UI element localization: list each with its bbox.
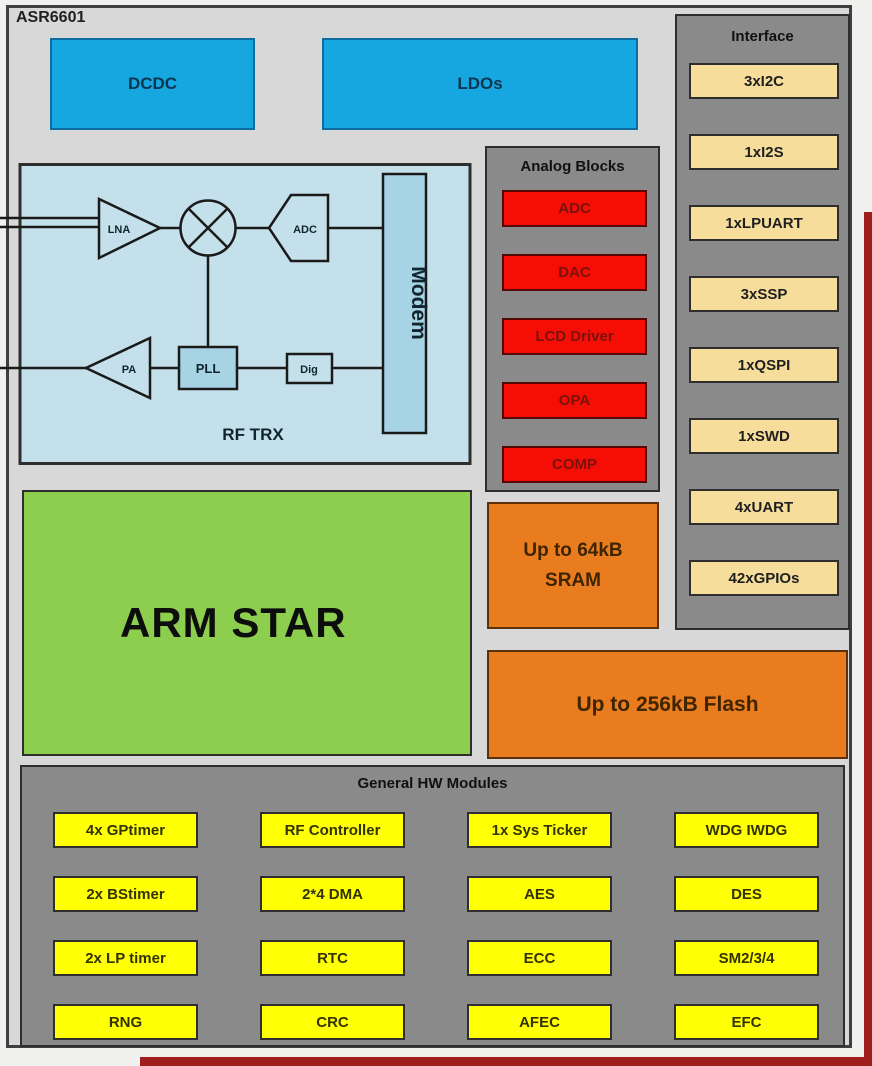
- hw-module-label: 2x BStimer: [86, 885, 165, 903]
- sram-label: Up to 64kB SRAM: [523, 536, 622, 596]
- block-ldos: LDOs: [322, 38, 638, 130]
- hw-module-des: DES: [674, 876, 819, 912]
- analog-item-adc: ADC: [502, 190, 647, 227]
- hw-module-lp-timer: 2x LP timer: [53, 940, 198, 976]
- analog-item-label: DAC: [558, 264, 591, 281]
- interface-item-label: 42xGPIOs: [728, 569, 800, 587]
- hw-modules-panel: General HW Modules 4x GPtimer RF Control…: [20, 765, 845, 1047]
- interface-item-label: 1xSWD: [738, 427, 790, 445]
- modem-label: Modem: [407, 266, 430, 340]
- interface-item-label: 4xUART: [734, 498, 794, 516]
- hw-modules-grid: 4x GPtimer RF Controller 1x Sys Ticker W…: [53, 812, 819, 1040]
- hw-module-label: RF Controller: [284, 821, 381, 839]
- hw-module-label: CRC: [316, 1013, 349, 1031]
- hw-module-crc: CRC: [260, 1004, 405, 1040]
- hw-module-label: DES: [731, 885, 762, 903]
- hw-module-label: SM2/3/4: [718, 949, 775, 967]
- hw-module-dma: 2*4 DMA: [260, 876, 405, 912]
- interface-title: Interface: [731, 28, 794, 45]
- rf-adc-label: ADC: [293, 224, 317, 236]
- block-flash: Up to 256kB Flash: [487, 650, 848, 759]
- mixer-x-2: [187, 207, 229, 249]
- analog-item-label: LCD Driver: [535, 328, 614, 345]
- hw-module-sm234: SM2/3/4: [674, 940, 819, 976]
- hw-module-ecc: ECC: [467, 940, 612, 976]
- interface-item-gpios: 42xGPIOs: [689, 560, 839, 596]
- rf-trx-caption: RF TRX: [222, 425, 284, 444]
- analog-item-label: OPA: [558, 392, 591, 409]
- hw-module-bstimer: 2x BStimer: [53, 876, 198, 912]
- pa-amplifier: [83, 336, 152, 400]
- hw-module-rng: RNG: [53, 1004, 198, 1040]
- interface-panel: Interface 3xI2C 1xI2S 1xLPUART 3xSSP 1xQ…: [675, 14, 850, 630]
- hw-module-wdg-iwdg: WDG IWDG: [674, 812, 819, 848]
- interface-item-qspi: 1xQSPI: [689, 347, 839, 383]
- interface-item-i2c: 3xI2C: [689, 63, 839, 99]
- dig-label: Dig: [300, 364, 318, 376]
- analog-item-opa: OPA: [502, 382, 647, 419]
- arm-star-label: ARM STAR: [120, 599, 347, 646]
- interface-item-label: 1xQSPI: [737, 356, 791, 374]
- hw-module-rtc: RTC: [260, 940, 405, 976]
- sram-label-line2: SRAM: [545, 569, 601, 591]
- hw-module-label: EFC: [731, 1013, 762, 1031]
- dig-block: [285, 352, 334, 385]
- hw-module-gptimer: 4x GPtimer: [53, 812, 198, 848]
- analog-item-label: ADC: [558, 200, 591, 217]
- hw-module-label: 2x LP timer: [85, 949, 166, 967]
- hw-module-label: ECC: [523, 949, 556, 967]
- interface-item-label: 1xLPUART: [725, 214, 803, 232]
- block-dcdc: DCDC: [50, 38, 255, 130]
- interface-item-ssp: 3xSSP: [689, 276, 839, 312]
- frame-right-bar: [864, 212, 872, 1066]
- interface-item-label: 3xI2C: [743, 72, 785, 90]
- sram-label-line1: Up to 64kB: [523, 539, 623, 561]
- analog-item-comp: COMP: [502, 446, 647, 483]
- analog-blocks-panel: Analog Blocks ADC DAC LCD Driver OPA COM…: [485, 146, 660, 492]
- hw-modules-title: General HW Modules: [357, 775, 508, 792]
- hw-module-label: 1x Sys Ticker: [491, 821, 588, 839]
- hw-module-efc: EFC: [674, 1004, 819, 1040]
- hw-module-aes: AES: [467, 876, 612, 912]
- hw-module-label: AES: [524, 885, 555, 903]
- interface-item-uart: 4xUART: [689, 489, 839, 525]
- ldos-label: LDOs: [457, 74, 503, 93]
- hw-module-label: RNG: [108, 1013, 143, 1031]
- analog-item-dac: DAC: [502, 254, 647, 291]
- hw-module-label: RTC: [317, 949, 348, 967]
- interface-item-label: 1xI2S: [744, 143, 784, 161]
- flash-label: Up to 256kB Flash: [576, 692, 759, 716]
- frame-bottom-bar: [140, 1057, 872, 1066]
- hw-module-sys-ticker: 1x Sys Ticker: [467, 812, 612, 848]
- modem-block: [381, 172, 428, 435]
- analog-item-lcd-driver: LCD Driver: [502, 318, 647, 355]
- hw-module-label: WDG IWDG: [705, 821, 788, 839]
- rf-trx-diagram: LNA ADC Modem PLL PA Dig RF TRX: [0, 163, 472, 465]
- interface-item-lpuart: 1xLPUART: [689, 205, 839, 241]
- lna-label: LNA: [108, 224, 131, 236]
- hw-module-label: AFEC: [519, 1013, 560, 1031]
- interface-item-swd: 1xSWD: [689, 418, 839, 454]
- hw-module-label: 4x GPtimer: [85, 821, 166, 839]
- pll-label: PLL: [196, 361, 221, 376]
- block-sram: Up to 64kB SRAM: [487, 502, 659, 629]
- interface-item-label: 3xSSP: [740, 285, 788, 303]
- lna-amplifier: [97, 197, 163, 261]
- analog-item-label: COMP: [552, 456, 597, 473]
- analog-blocks-title: Analog Blocks: [520, 158, 625, 175]
- pa-label: PA: [122, 364, 137, 376]
- hw-module-label: 2*4 DMA: [302, 885, 363, 903]
- pll-block: [177, 345, 239, 391]
- dcdc-label: DCDC: [127, 74, 178, 93]
- hw-module-rf-controller: RF Controller: [260, 812, 405, 848]
- block-arm-star: ARM STAR: [22, 490, 472, 756]
- interface-list: 3xI2C 1xI2S 1xLPUART 3xSSP 1xQSPI 1xSWD …: [689, 63, 839, 596]
- chip-title: ASR6601: [16, 9, 86, 26]
- analog-blocks-list: ADC DAC LCD Driver OPA COMP: [502, 190, 647, 483]
- hw-module-afec: AFEC: [467, 1004, 612, 1040]
- interface-item-i2s: 1xI2S: [689, 134, 839, 170]
